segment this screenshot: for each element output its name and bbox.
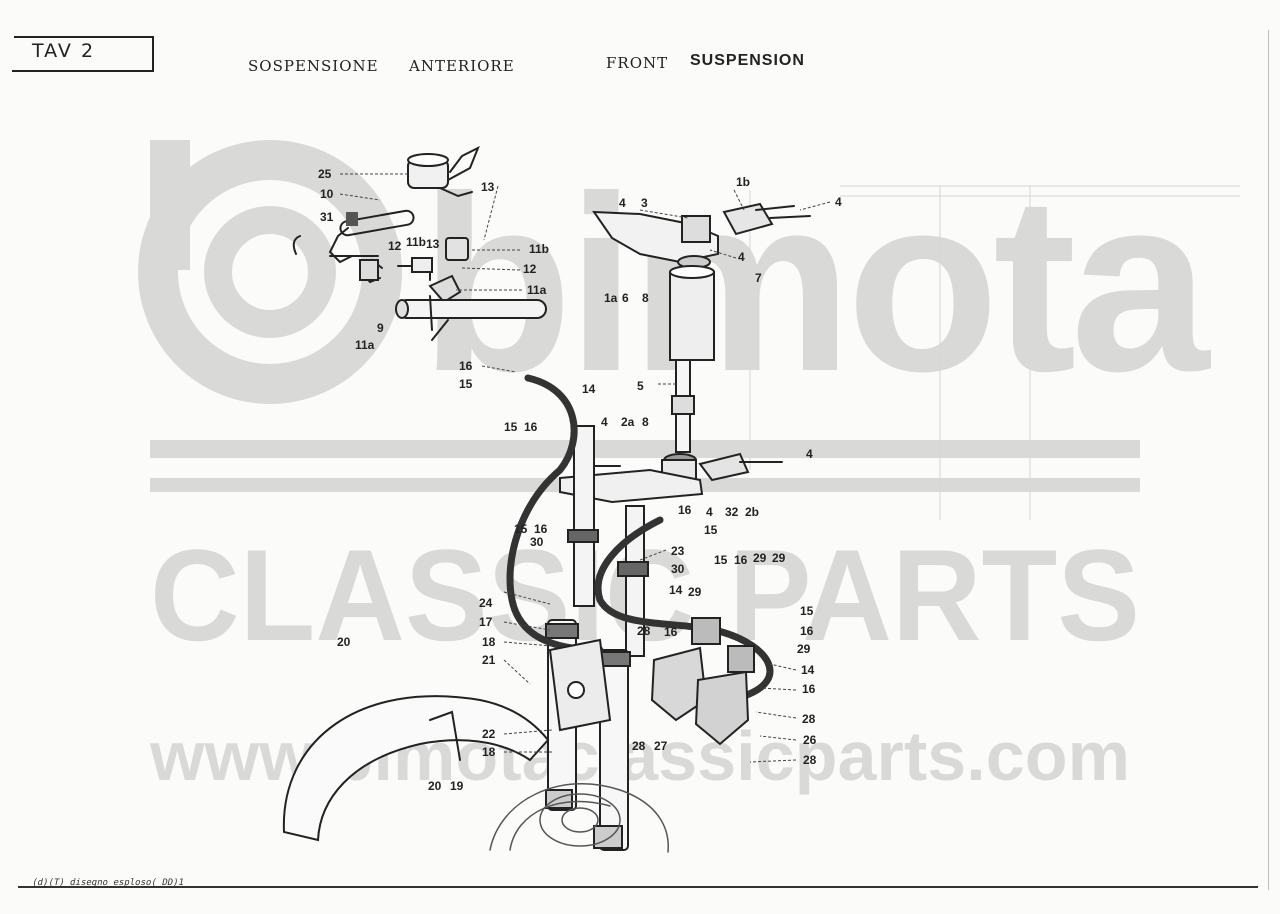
callout-4f: 4: [706, 505, 713, 519]
callout-16b: 16: [524, 420, 538, 434]
callout-26: 26: [803, 733, 817, 747]
callout-17: 17: [479, 615, 493, 629]
drawing-parts: [282, 145, 811, 853]
callout-30b: 30: [671, 562, 685, 576]
callout-10: 10: [320, 187, 334, 201]
left-handlebar-assembly: [292, 145, 480, 284]
callout-4c: 4: [738, 250, 745, 264]
callout-29a: 29: [753, 551, 767, 565]
callout-16d: 16: [678, 503, 692, 517]
callout-labels: 25 10 31 13 12 11b 13 11b 12 11a 11a 9 1…: [318, 167, 842, 793]
callout-14b: 14: [669, 583, 683, 597]
callout-18a: 18: [482, 635, 496, 649]
front-wheel: [489, 782, 669, 853]
callout-9: 9: [377, 321, 384, 335]
right-handlebar-clamp: [395, 237, 547, 341]
callout-4b: 4: [835, 195, 842, 209]
callout-16f: 16: [800, 624, 814, 638]
callout-15d: 15: [704, 523, 718, 537]
callout-27: 27: [654, 739, 668, 753]
callout-8b: 8: [642, 415, 649, 429]
callout-11a-a: 11a: [527, 283, 547, 297]
callout-19: 19: [450, 779, 464, 793]
callout-7: 7: [755, 271, 762, 285]
callout-29c: 29: [688, 585, 702, 599]
callout-1b: 1b: [736, 175, 750, 189]
callout-1a: 1a: [604, 291, 618, 305]
callout-16a: 16: [459, 359, 473, 373]
callout-32: 32: [725, 505, 739, 519]
callout-28a: 28: [637, 624, 651, 638]
callout-15f: 15: [800, 604, 814, 618]
callout-23: 23: [671, 544, 685, 558]
callout-14c: 14: [801, 663, 815, 677]
title-english-word-2: SUSPENSION: [690, 52, 805, 69]
title-italian-word-1: SOSPENSIONE: [248, 57, 379, 75]
callout-20a: 20: [337, 635, 351, 649]
callout-12a: 12: [388, 239, 402, 253]
callout-15c: 15: [514, 522, 528, 536]
ghost-table: [749, 185, 1240, 520]
brake-calipers: [650, 617, 755, 746]
watermark-band-1: [150, 440, 1140, 458]
callout-14a: 14: [582, 382, 596, 396]
leader-lines: [339, 173, 831, 763]
callout-15a: 15: [459, 377, 473, 391]
callout-4d: 4: [601, 415, 608, 429]
right-fork-leg: [593, 505, 649, 851]
title-italian-word-2: ANTERIORE: [409, 57, 515, 75]
callout-4a: 4: [619, 196, 626, 210]
lower-triple-clamp: [559, 452, 783, 504]
watermark-brand: bimota: [420, 144, 1211, 423]
callout-2b: 2b: [745, 505, 759, 519]
axle-plate: [548, 638, 612, 732]
brake-hoses: [506, 374, 774, 700]
callout-16c: 16: [534, 522, 548, 536]
callout-13a: 13: [481, 180, 495, 194]
callout-16e: 16: [734, 553, 748, 567]
callout-13b: 13: [426, 237, 440, 251]
title-english-word-1: FRONT: [606, 54, 669, 72]
callout-11a-b: 11a: [355, 338, 375, 352]
table-number-box: [12, 36, 154, 72]
callout-3: 3: [641, 196, 648, 210]
callout-11b-a: 11b: [406, 235, 426, 249]
watermark-logo-mark: [138, 140, 402, 404]
bottom-rule: [18, 886, 1258, 888]
callout-28d: 28: [803, 753, 817, 767]
callout-4e: 4: [806, 447, 813, 461]
callout-29d: 29: [797, 642, 811, 656]
callout-20b: 20: [428, 779, 442, 793]
callout-11b-b: 11b: [529, 242, 549, 256]
callout-16g: 16: [664, 625, 678, 639]
callout-22: 22: [482, 727, 496, 741]
callout-15e: 15: [714, 553, 728, 567]
callout-18b: 18: [482, 745, 496, 759]
callout-15b: 15: [504, 420, 518, 434]
callout-31: 31: [320, 210, 334, 224]
front-mudguard: [282, 695, 550, 842]
callout-25: 25: [318, 167, 332, 181]
callout-5: 5: [637, 379, 644, 393]
callout-16h: 16: [802, 682, 816, 696]
callout-24: 24: [479, 596, 493, 610]
footer-caption: (d)(T) disegno esploso( DD)1: [30, 878, 185, 888]
callout-8a: 8: [642, 291, 649, 305]
callout-2a: 2a: [621, 415, 635, 429]
callout-21: 21: [482, 653, 496, 667]
callout-6: 6: [622, 291, 629, 305]
callout-28c: 28: [632, 739, 646, 753]
callout-12b: 12: [523, 262, 537, 276]
upper-triple-clamp: [592, 202, 811, 269]
right-edge-line: [1268, 30, 1269, 890]
callout-30a: 30: [530, 535, 544, 549]
callout-29b: 29: [772, 551, 786, 565]
table-number: TAV 2: [32, 40, 96, 62]
callout-28b: 28: [802, 712, 816, 726]
